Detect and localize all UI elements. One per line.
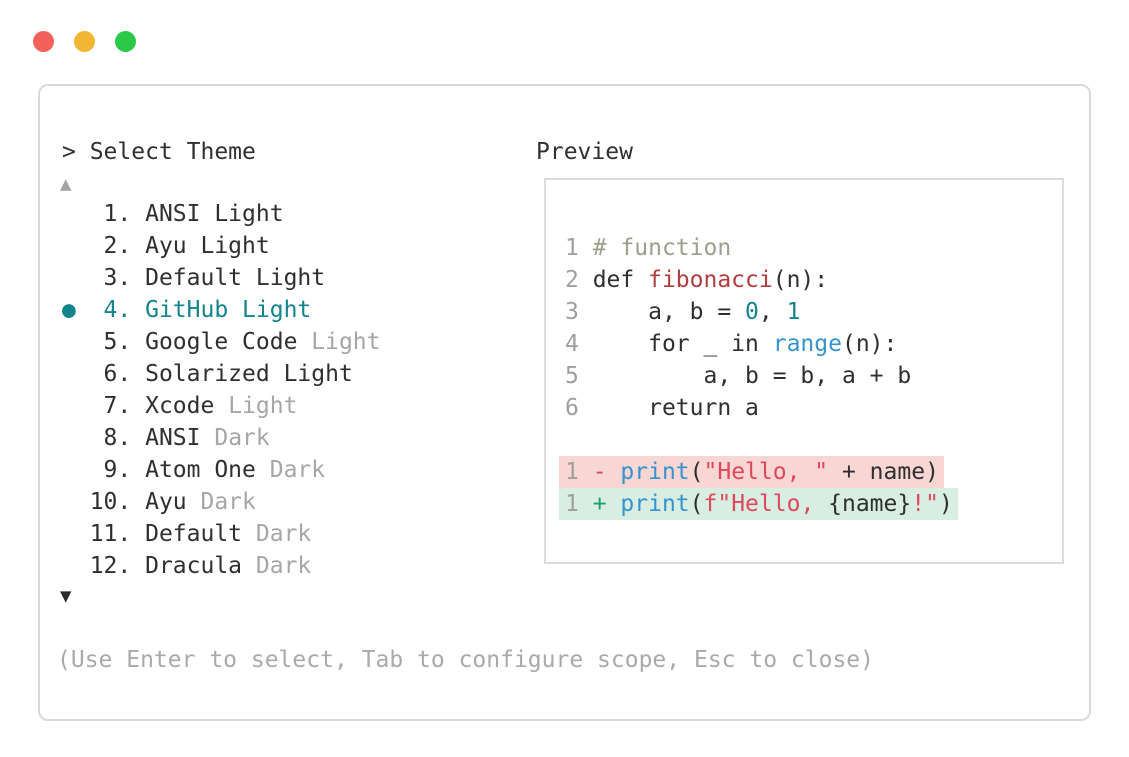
theme-list-item-6[interactable]: 6. Solarized Light bbox=[62, 358, 381, 390]
theme-marker-empty bbox=[62, 329, 90, 355]
theme-list-item-11[interactable]: 11. Default Dark bbox=[62, 518, 381, 550]
theme-marker-empty bbox=[62, 233, 90, 259]
code-block: 1 # function 2 def fibonacci(n): 3 a, b = … bbox=[546, 180, 1062, 520]
theme-list-item-4[interactable]: ● 4. GitHub Light bbox=[62, 297, 312, 323]
theme-list-item-8[interactable]: 8. ANSI Dark bbox=[62, 422, 381, 454]
preview-title: Preview bbox=[536, 139, 633, 165]
keyboard-hint: (Use Enter to select, Tab to configure s… bbox=[57, 647, 874, 673]
code-line: 4 for _ in range(n): bbox=[565, 331, 898, 357]
theme-marker-empty bbox=[62, 521, 90, 547]
selected-theme-marker: ● bbox=[62, 297, 90, 323]
maximize-window-icon[interactable] bbox=[115, 31, 136, 52]
theme-marker-empty bbox=[62, 553, 90, 579]
theme-list: 1. ANSI Light 2. Ayu Light 3. Default Li… bbox=[62, 198, 381, 582]
diff-line: 1 - print("Hello, " + name) bbox=[559, 456, 1062, 488]
theme-list-item-2[interactable]: 2. Ayu Light bbox=[62, 230, 381, 262]
theme-list-item-7[interactable]: 7. Xcode Light bbox=[62, 390, 381, 422]
theme-marker-empty bbox=[62, 265, 90, 291]
theme-marker-empty bbox=[62, 393, 90, 419]
theme-list-item-3[interactable]: 3. Default Light bbox=[62, 262, 381, 294]
code-line: 6 return a bbox=[565, 395, 759, 421]
window-controls bbox=[33, 31, 136, 52]
code-line: 5 a, b = b, a + b bbox=[565, 363, 912, 389]
theme-marker-empty bbox=[62, 489, 90, 515]
theme-marker-empty bbox=[62, 425, 90, 451]
code-line: 2 def fibonacci(n): bbox=[565, 267, 829, 293]
theme-list-item-10[interactable]: 10. Ayu Dark bbox=[62, 486, 381, 518]
picker-prompt: > Select Theme bbox=[62, 139, 256, 165]
theme-list-item-1[interactable]: 1. ANSI Light bbox=[62, 198, 381, 230]
theme-picker-panel: > Select Theme Preview ▲ 1. ANSI Light 2… bbox=[38, 84, 1091, 721]
theme-list-item-5[interactable]: 5. Google Code Light bbox=[62, 326, 381, 358]
theme-list-item-12[interactable]: 12. Dracula Dark bbox=[62, 550, 381, 582]
theme-marker-empty bbox=[62, 361, 90, 387]
theme-marker-empty bbox=[62, 457, 90, 483]
theme-marker-empty bbox=[62, 201, 90, 227]
scroll-down-icon[interactable]: ▼ bbox=[60, 585, 72, 607]
code-preview-pane: 1 # function 2 def fibonacci(n): 3 a, b = … bbox=[544, 178, 1064, 564]
code-line: 3 a, b = 0, 1 bbox=[565, 299, 801, 325]
scroll-up-icon[interactable]: ▲ bbox=[60, 173, 72, 195]
code-line: 1 # function bbox=[565, 235, 732, 261]
diff-line: 1 + print(f"Hello, {name}!") bbox=[559, 488, 1062, 520]
close-window-icon[interactable] bbox=[33, 31, 54, 52]
minimize-window-icon[interactable] bbox=[74, 31, 95, 52]
theme-list-item-9[interactable]: 9. Atom One Dark bbox=[62, 454, 381, 486]
